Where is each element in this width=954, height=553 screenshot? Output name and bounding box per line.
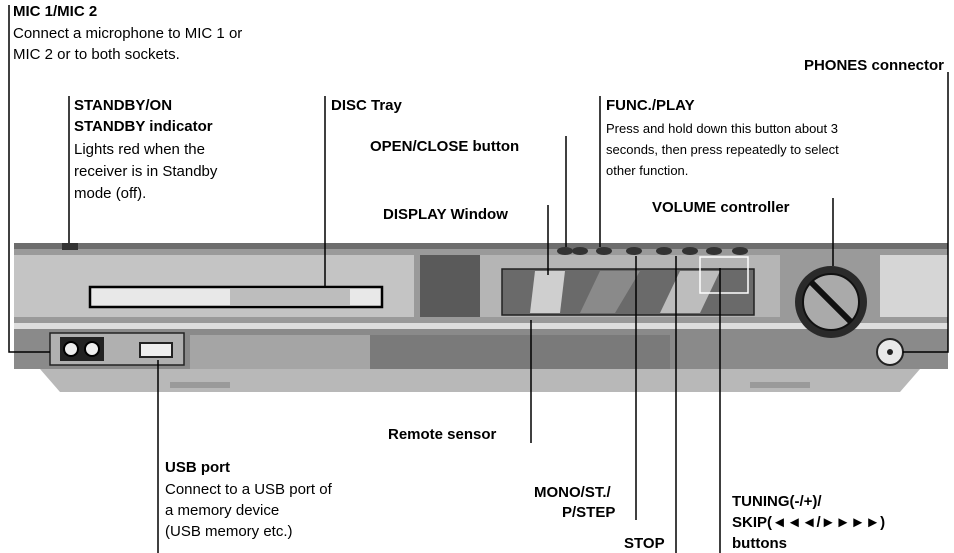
top-button-row[interactable] [557, 247, 749, 294]
phones-connector[interactable] [876, 338, 904, 366]
display-window [501, 268, 755, 316]
volume-label: VOLUME controller [652, 199, 790, 216]
mic-title: MIC 1/MIC 2 [13, 3, 98, 20]
leader-lines [8, 5, 949, 553]
mic-desc-2: MIC 2 or to both sockets. [13, 46, 180, 63]
volume-knob[interactable] [795, 266, 867, 338]
standby-on-button[interactable] [62, 243, 78, 250]
func-desc-3: other function. [606, 163, 689, 178]
usb-desc-2: a memory device [165, 502, 280, 519]
open-close-label: OPEN/CLOSE button [370, 138, 520, 155]
stop-label: STOP [624, 535, 665, 552]
remote-sensor-label: Remote sensor [388, 426, 497, 443]
func-play-label: FUNC./PLAY [606, 97, 695, 114]
standby-desc-1: Lights red when the [74, 141, 205, 158]
buttons-label: buttons [732, 535, 787, 552]
disc-tray-label: DISC Tray [331, 97, 402, 114]
func-desc-1: Press and hold down this button about 3 [606, 121, 838, 136]
standby-on-label: STANDBY/ON [74, 97, 173, 114]
standby-desc-2: receiver is in Standby [74, 163, 218, 180]
p-step-label: P/STEP [562, 504, 616, 521]
phones-label: PHONES connector [803, 57, 944, 74]
func-desc-2: seconds, then press repeatedly to select [606, 142, 839, 157]
standby-desc-3: mode (off). [74, 185, 147, 202]
usb-desc-3: (USB memory etc.) [165, 523, 293, 540]
mono-st-label: MONO/ST./ [534, 484, 611, 501]
usb-port[interactable] [139, 342, 173, 358]
standby-indicator-label: STANDBY indicator [74, 118, 213, 135]
usb-desc-1: Connect to a USB port of [165, 481, 332, 498]
mic-desc-1: Connect a microphone to MIC 1 or [13, 25, 243, 42]
usb-port-label: USB port [165, 459, 230, 476]
display-window-label: DISPLAY Window [383, 206, 508, 223]
disc-tray[interactable] [88, 285, 384, 309]
skip-label: SKIP(◄◄◄/►►►►) [732, 514, 886, 531]
tuning-label: TUNING(-/+)/ [732, 493, 822, 510]
